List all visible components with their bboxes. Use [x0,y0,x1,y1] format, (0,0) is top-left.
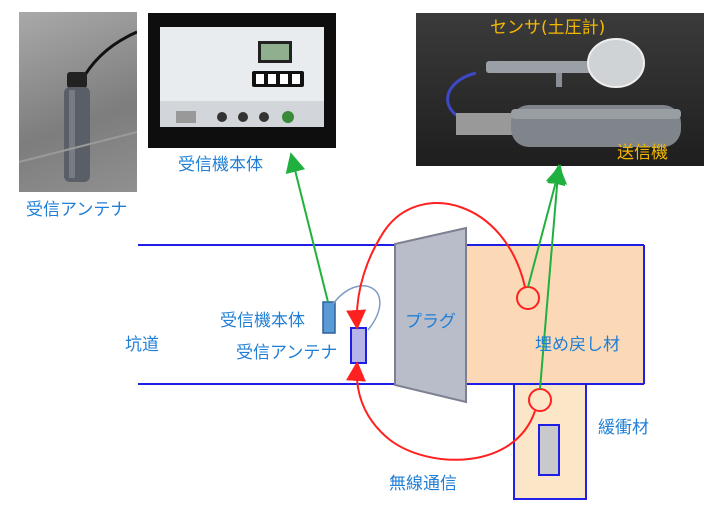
backfill-label: 埋め戻し材 [535,335,620,355]
receiver-antenna-box [350,327,367,364]
receiver-photo-caption: 受信機本体 [178,155,263,175]
wireless-arc-lower [345,361,536,461]
receiver-antenna-label: 受信アンテナ [236,343,338,363]
backfill-region [467,245,645,385]
receiver-photo [148,13,336,148]
sensor-transmitter-photo [416,13,704,166]
receiver-body-label: 受信機本体 [220,311,305,331]
transmitter-photo-caption: 送信機 [617,143,668,163]
buffer-label: 緩衝材 [598,418,649,438]
receiver-body-box [322,301,336,334]
antenna-photo [19,12,137,192]
pointer-buffer-sensor [539,164,568,390]
plug-shape [394,226,467,404]
antenna-illustration [19,30,137,182]
pointer-backfill-sensor [527,164,566,288]
antenna-photo-caption: 受信アンテナ [26,200,128,220]
wireless-arc-upper [346,202,526,330]
tunnel-label: 坑道 [125,335,159,355]
sensor-photo-caption: センサ(土圧計) [490,18,606,38]
buffer-sensor-block [538,424,560,476]
plug-label: プラグ [405,312,456,332]
pointer-receiver [285,152,329,303]
sensor-transmitter-illustration [446,38,681,147]
receiver-cable [332,285,381,331]
receiver-illustration [160,27,324,127]
wireless-label: 無線通信 [389,474,457,494]
